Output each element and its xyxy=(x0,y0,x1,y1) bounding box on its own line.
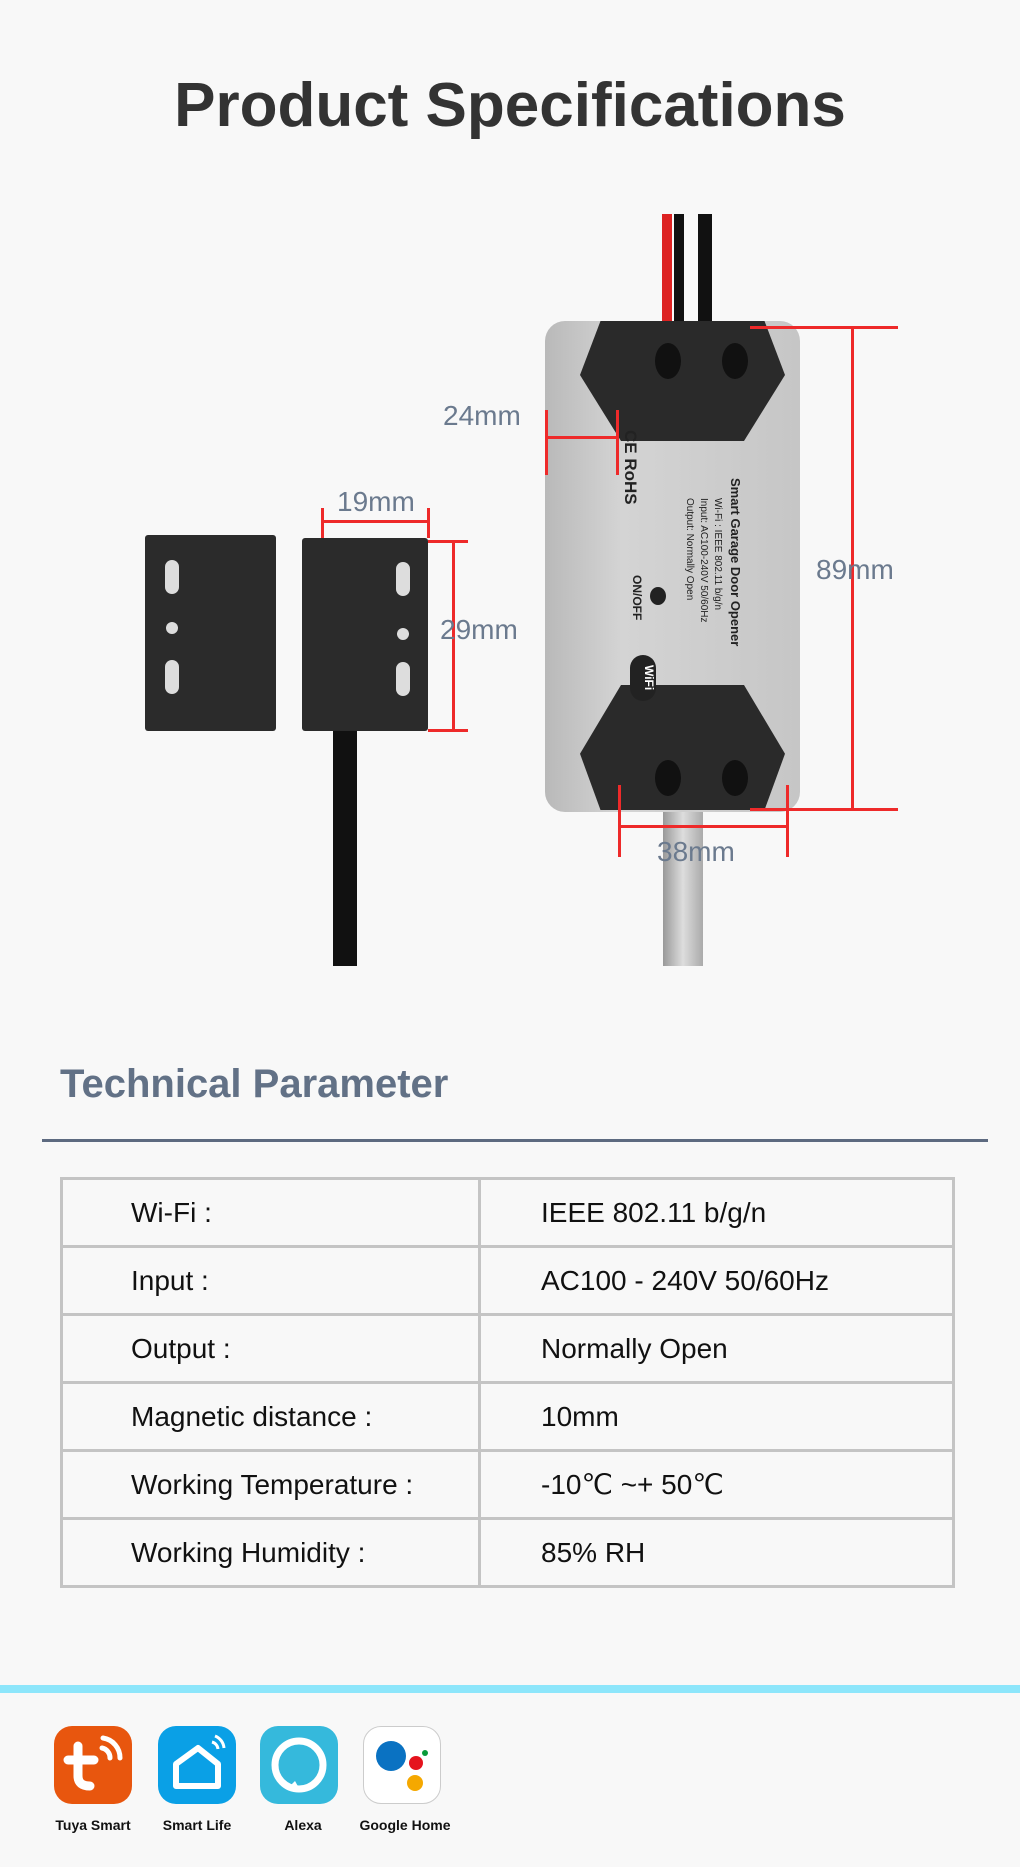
table-row: Working Humidity :85% RH xyxy=(60,1517,955,1588)
power-button xyxy=(650,587,666,605)
red-wire xyxy=(662,214,672,324)
bottom-mount xyxy=(580,685,785,810)
page-title: Product Specifications xyxy=(174,71,846,140)
dim-24mm: 24mm xyxy=(443,400,521,431)
app-label: Smart Life xyxy=(162,1817,232,1833)
cert-marks: CE RoHS xyxy=(621,430,640,505)
table-row: Output :Normally Open xyxy=(60,1313,955,1384)
black-wire xyxy=(674,214,684,324)
black-wire xyxy=(698,214,712,324)
spec-table: Wi-Fi :IEEE 802.11 b/g/n Input :AC100 - … xyxy=(60,1177,955,1588)
app-label: Alexa xyxy=(284,1817,322,1833)
google-home-icon xyxy=(363,1726,441,1804)
dim-29mm: 29mm xyxy=(440,614,518,645)
app-label: Tuya Smart xyxy=(55,1817,131,1833)
divider xyxy=(42,1139,988,1142)
app-label: Google Home xyxy=(359,1817,451,1833)
sensor-cable xyxy=(333,728,357,966)
accent-bar xyxy=(0,1685,1020,1693)
dim-38mm: 38mm xyxy=(657,836,735,867)
top-mount xyxy=(580,321,785,441)
dim-19mm: 19mm xyxy=(337,486,415,517)
table-row: Working Temperature :-10℃ ~+ 50℃ xyxy=(60,1449,955,1520)
wifi-logo: WiFi xyxy=(630,655,656,701)
dim-89mm: 89mm xyxy=(816,554,894,585)
alexa-icon xyxy=(260,1726,338,1804)
table-row: Wi-Fi :IEEE 802.11 b/g/n xyxy=(60,1177,955,1248)
smart-life-icon xyxy=(158,1726,236,1804)
table-row: Magnetic distance :10mm xyxy=(60,1381,955,1452)
table-row: Input :AC100 - 240V 50/60Hz xyxy=(60,1245,955,1316)
section-title: Technical Parameter xyxy=(60,1062,449,1106)
tuya-smart-icon xyxy=(54,1726,132,1804)
